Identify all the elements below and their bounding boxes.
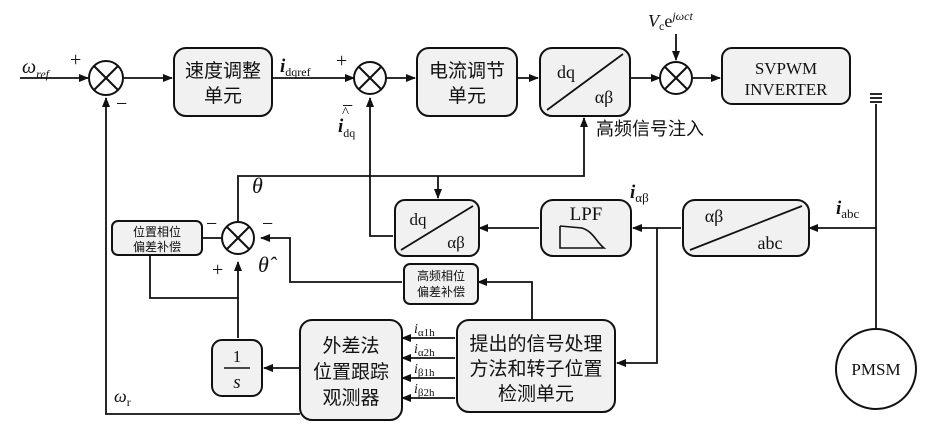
heterodyne-observer-block: 外差法 位置跟踪 观测器 — [299, 319, 403, 421]
hf-phase-compensation-block: 高频相位 偏差补偿 — [403, 263, 479, 305]
speed-minus-sign: − — [116, 93, 127, 115]
speed-plus-sign: + — [70, 49, 81, 71]
processor-line1: 提出的信号处理 — [469, 333, 602, 355]
svpwm-line2: INVERTER — [744, 80, 828, 99]
pmsm-motor: PMSM — [835, 328, 917, 410]
dq-to-alphabeta-lower-block: dq αβ — [394, 199, 480, 257]
current-regulator-line1: 电流调节 — [429, 60, 505, 82]
position-phase-compensation-block: 位置相位 偏差补偿 — [111, 220, 203, 256]
i-alpha2h-label: iα2h — [414, 342, 435, 359]
idqref-label: idqref — [280, 56, 311, 79]
speed-regulator-block: 速度调整 单元 — [173, 47, 273, 117]
hf-injection-label: 高频信号注入 — [596, 119, 704, 140]
summing-junction-current — [353, 61, 387, 95]
speed-regulator-line2: 单元 — [204, 85, 242, 107]
integrator-num: 1 — [233, 347, 242, 366]
current-regulator-block: 电流调节 单元 — [416, 47, 518, 117]
pos-plus-sign: + — [212, 259, 223, 281]
processor-line3: 检测单元 — [498, 383, 574, 405]
integrator-block: 1 s — [211, 339, 263, 397]
omega-r-label: ωr — [114, 386, 131, 409]
i-beta1h-label: iβ1h — [414, 362, 435, 379]
lpf-label: LPF — [570, 204, 603, 225]
omega-ref-label: ωref — [22, 56, 51, 81]
pos-comp-line2: 偏差补偿 — [133, 239, 181, 254]
signal-wires — [20, 34, 882, 415]
pos-minus-left-sign: − — [206, 213, 217, 235]
dq-to-alphabeta-top-block: dq αβ — [539, 47, 631, 117]
lower-dq-label: dq — [410, 210, 428, 229]
lpf-block: LPF — [540, 199, 632, 257]
observer-line3: 观测器 — [322, 387, 379, 409]
pos-comp-line1: 位置相位 — [133, 224, 181, 239]
idq-hat: ^ — [342, 105, 349, 121]
dq-label: dq — [557, 62, 575, 82]
svpwm-line1: SVPWM — [755, 59, 817, 78]
observer-line2: 位置跟踪 — [313, 361, 389, 383]
i-alpha1h-label: iα1h — [414, 322, 435, 339]
processor-line2: 方法和转子位置 — [469, 358, 602, 380]
summing-junction-speed — [88, 60, 124, 96]
idq-feedback-label: idq — [338, 116, 355, 140]
theta-label: θ — [252, 173, 263, 198]
iabc-label: iabc — [836, 198, 860, 221]
pmsm-label: PMSM — [851, 360, 900, 379]
i-beta2h-label: iβ2h — [414, 382, 435, 399]
lower-alphabeta-label: αβ — [447, 233, 465, 252]
alphabeta-label: αβ — [595, 87, 614, 107]
summing-junction-position — [221, 221, 255, 255]
pos-minus-right-sign: − — [262, 213, 273, 235]
carrier-label: Vcejωct — [648, 9, 693, 33]
current-plus-sign: + — [336, 50, 347, 72]
alphabeta-to-abc-block: αβ abc — [682, 199, 810, 257]
signal-processing-block: 提出的信号处理 方法和转子位置 检测单元 — [456, 319, 616, 413]
integrator-den: s — [233, 372, 240, 393]
carrier-mixer — [659, 61, 693, 95]
observer-line1: 外差法 — [322, 335, 379, 357]
current-minus-sign: − — [342, 95, 353, 117]
hf-comp-line2: 偏差补偿 — [417, 284, 465, 299]
ab-label: αβ — [705, 206, 724, 226]
theta-hat-label: θ̂ — [258, 252, 278, 277]
current-regulator-line2: 单元 — [448, 85, 486, 107]
abc-label: abc — [758, 233, 783, 253]
speed-regulator-line1: 速度调整 — [185, 60, 261, 82]
hf-comp-line1: 高频相位 — [417, 268, 465, 283]
svpwm-inverter-block: SVPWM INVERTER — [721, 47, 851, 105]
ialphabeta-label: iαβ — [630, 182, 649, 205]
